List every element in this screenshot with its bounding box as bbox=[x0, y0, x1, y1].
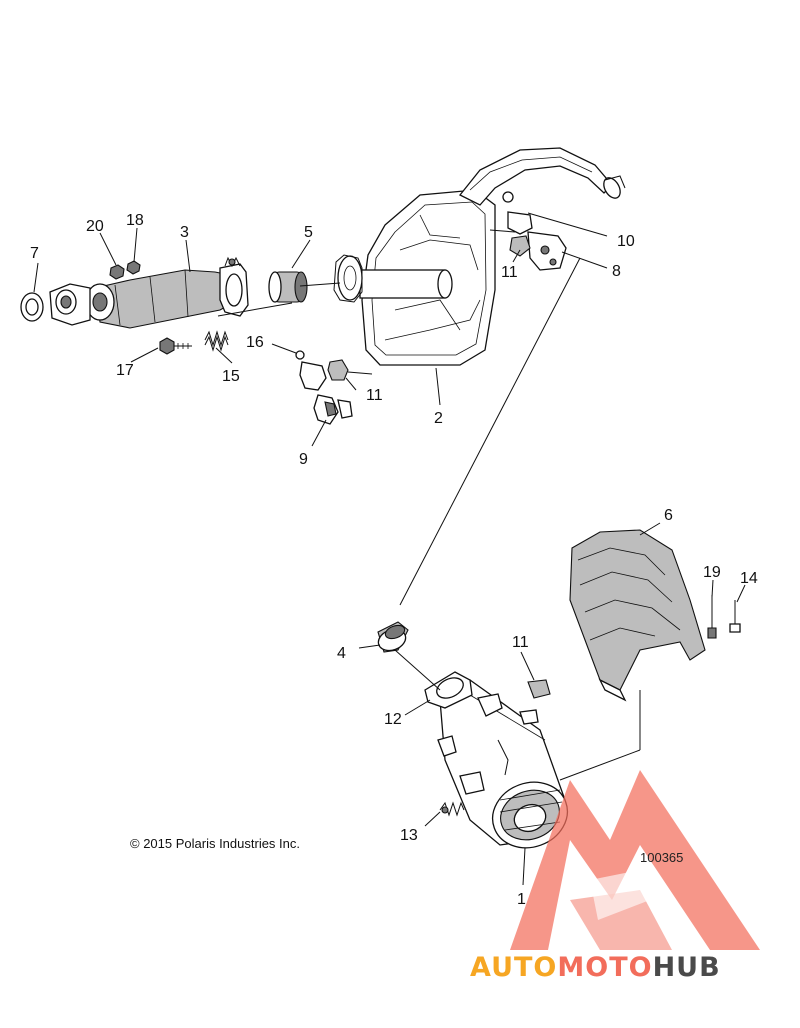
washer-part-16 bbox=[295, 350, 305, 360]
callout-3: 3 bbox=[180, 224, 189, 241]
spring-part bbox=[204, 330, 229, 352]
muffler-lower-part bbox=[424, 671, 568, 849]
watermark-text-hub: HUB bbox=[653, 952, 721, 983]
bolt-part-15 bbox=[729, 600, 741, 633]
bolt-part-19 bbox=[707, 595, 717, 639]
gasket-ring-part bbox=[20, 292, 44, 322]
bracket-part-10 bbox=[489, 211, 533, 235]
callout-10: 10 bbox=[617, 233, 635, 250]
callout-19: 19 bbox=[703, 564, 721, 581]
callout-20: 20 bbox=[86, 218, 104, 235]
diagram-number: 100365 bbox=[640, 850, 683, 865]
callout-11-left: 11 bbox=[366, 387, 383, 404]
watermark-text-auto: AUTO bbox=[470, 952, 557, 983]
callout-7: 7 bbox=[30, 245, 39, 262]
muffler-upper-part bbox=[333, 147, 626, 366]
callout-2: 2 bbox=[434, 410, 443, 427]
grommet-part bbox=[268, 271, 308, 303]
bracket-part-8 bbox=[527, 231, 567, 271]
catalytic-converter-part bbox=[49, 256, 249, 329]
isolator-part-11-upper bbox=[509, 235, 531, 257]
callout-11-lower: 11 bbox=[512, 634, 529, 651]
callout-8: 8 bbox=[612, 263, 621, 280]
callout-15: 14 bbox=[740, 570, 758, 587]
callout-4: 4 bbox=[337, 645, 346, 662]
nut-part-20 bbox=[109, 264, 125, 280]
callout-1: 1 bbox=[517, 891, 526, 908]
copyright-text: © 2015 Polaris Industries Inc. bbox=[130, 836, 300, 851]
callout-17: 17 bbox=[116, 362, 134, 379]
nut-part-18 bbox=[126, 260, 141, 275]
callout-18: 18 bbox=[126, 212, 144, 229]
callout-numbers: 7 20 18 3 5 17 15 16 11 9 2 10 8 11 6 19… bbox=[30, 212, 758, 908]
heat-shield-part bbox=[569, 529, 706, 702]
callout-12: 12 bbox=[384, 711, 402, 728]
grommet-ring-part bbox=[377, 621, 409, 653]
callout-13: 13 bbox=[400, 827, 418, 844]
callout-6: 6 bbox=[664, 507, 673, 524]
callout-11-upper: 11 bbox=[501, 264, 518, 281]
callout-5: 5 bbox=[304, 224, 313, 241]
isolator-part-11-left bbox=[327, 359, 373, 381]
leader-lines bbox=[33, 212, 746, 886]
watermark-text-moto: MOTO bbox=[557, 952, 652, 983]
callout-16: 16 bbox=[246, 334, 264, 351]
callout-9: 9 bbox=[299, 451, 308, 468]
bolt-part bbox=[159, 337, 192, 355]
spring-part-13 bbox=[439, 801, 465, 817]
callout-14: 15 bbox=[222, 368, 240, 385]
washer-part-10 bbox=[502, 191, 514, 203]
watermark-text: AUTOMOTOHUB bbox=[470, 952, 721, 983]
automotohub-watermark: AUTOMOTOHUB bbox=[470, 770, 760, 983]
bracket-part-9 bbox=[299, 361, 353, 425]
